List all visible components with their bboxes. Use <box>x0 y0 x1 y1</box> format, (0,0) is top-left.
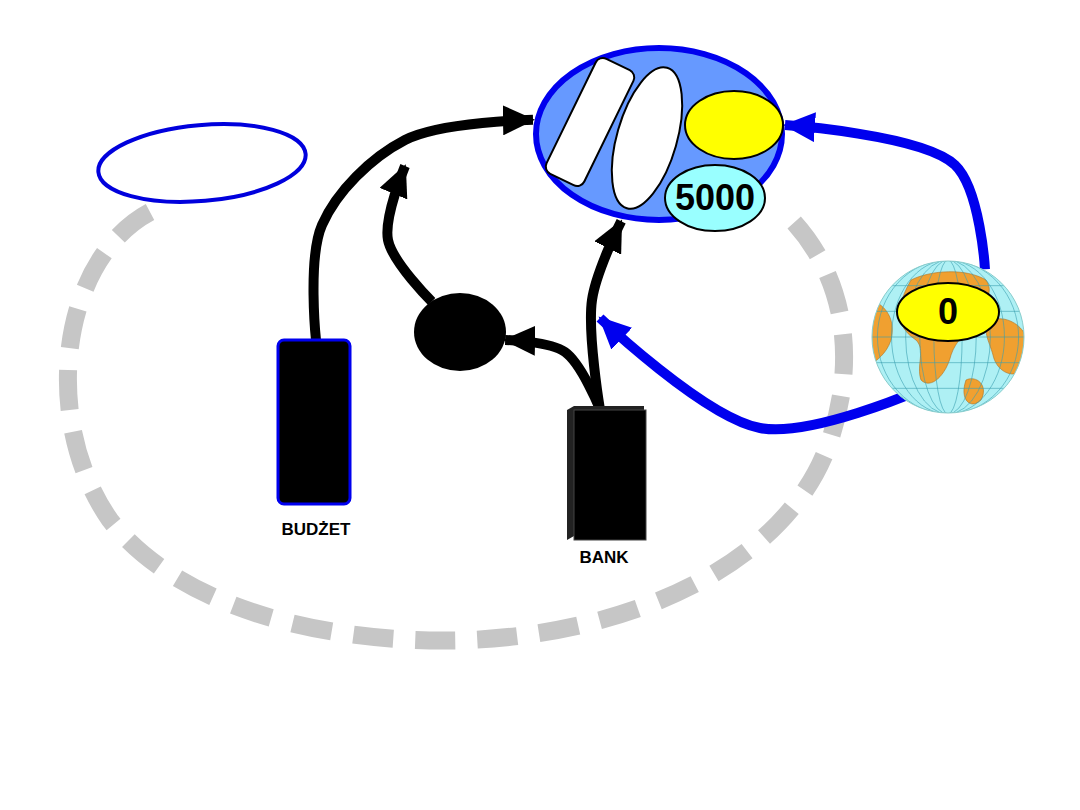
value-number: 0 <box>938 291 958 333</box>
world-globe: 0 <box>871 260 1025 414</box>
ellipse-outline <box>665 165 765 231</box>
budget-block: BUDŻET <box>262 336 370 540</box>
bank-front <box>574 410 646 540</box>
economy-ellipse: 5000 <box>533 45 785 223</box>
black-ellipse <box>413 292 507 372</box>
ellipse-outline <box>897 283 999 341</box>
value-number: 5000 <box>675 177 755 219</box>
economy-ellipse-shape <box>536 48 782 220</box>
globe-ocean <box>872 261 1024 413</box>
value-ellipse: 5000 <box>664 164 766 232</box>
flow-arrow <box>314 120 533 340</box>
budget-block-outline <box>262 336 370 540</box>
block-label: BUDŻET <box>282 520 351 540</box>
blue-flow-arrow <box>600 318 917 429</box>
bank-block: BANK <box>552 402 656 568</box>
flow-arrow <box>591 221 621 408</box>
flow-arrow <box>505 340 600 409</box>
dashed-cycle-loop <box>68 212 844 640</box>
blue-flow-arrow <box>785 125 985 269</box>
flow-arrow <box>387 166 431 302</box>
budget-rectangle <box>278 340 350 504</box>
bank-block-outline <box>552 402 656 568</box>
empty-outline-ellipse <box>95 116 309 210</box>
yellow-ellipse <box>685 91 783 159</box>
block-label: BANK <box>579 548 628 568</box>
black-ellipse-shape <box>414 293 506 371</box>
value-ellipse: 0 <box>896 282 1000 342</box>
black-ellipse-outline <box>413 292 507 372</box>
